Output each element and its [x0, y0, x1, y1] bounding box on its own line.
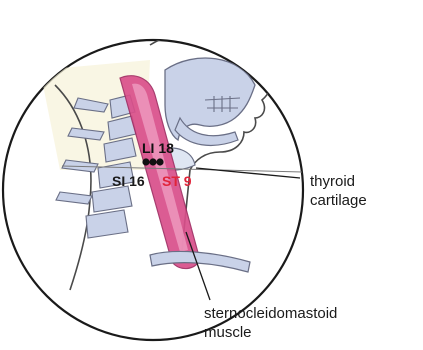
li18-label: LI 18 — [142, 140, 174, 156]
si16-point-dot — [142, 158, 149, 165]
li18-point-dot — [149, 158, 156, 165]
thyroid-label-line1: thyroid — [310, 173, 355, 190]
st9-label: ST 9 — [162, 173, 192, 189]
si16-label: SI 16 — [112, 173, 145, 189]
scm-label-line2: muscle — [204, 324, 252, 341]
st9-point-dot — [156, 158, 163, 165]
scm-label-line1: sternocleidomastoid — [204, 305, 337, 322]
thyroid-label-line2: cartilage — [310, 192, 367, 209]
